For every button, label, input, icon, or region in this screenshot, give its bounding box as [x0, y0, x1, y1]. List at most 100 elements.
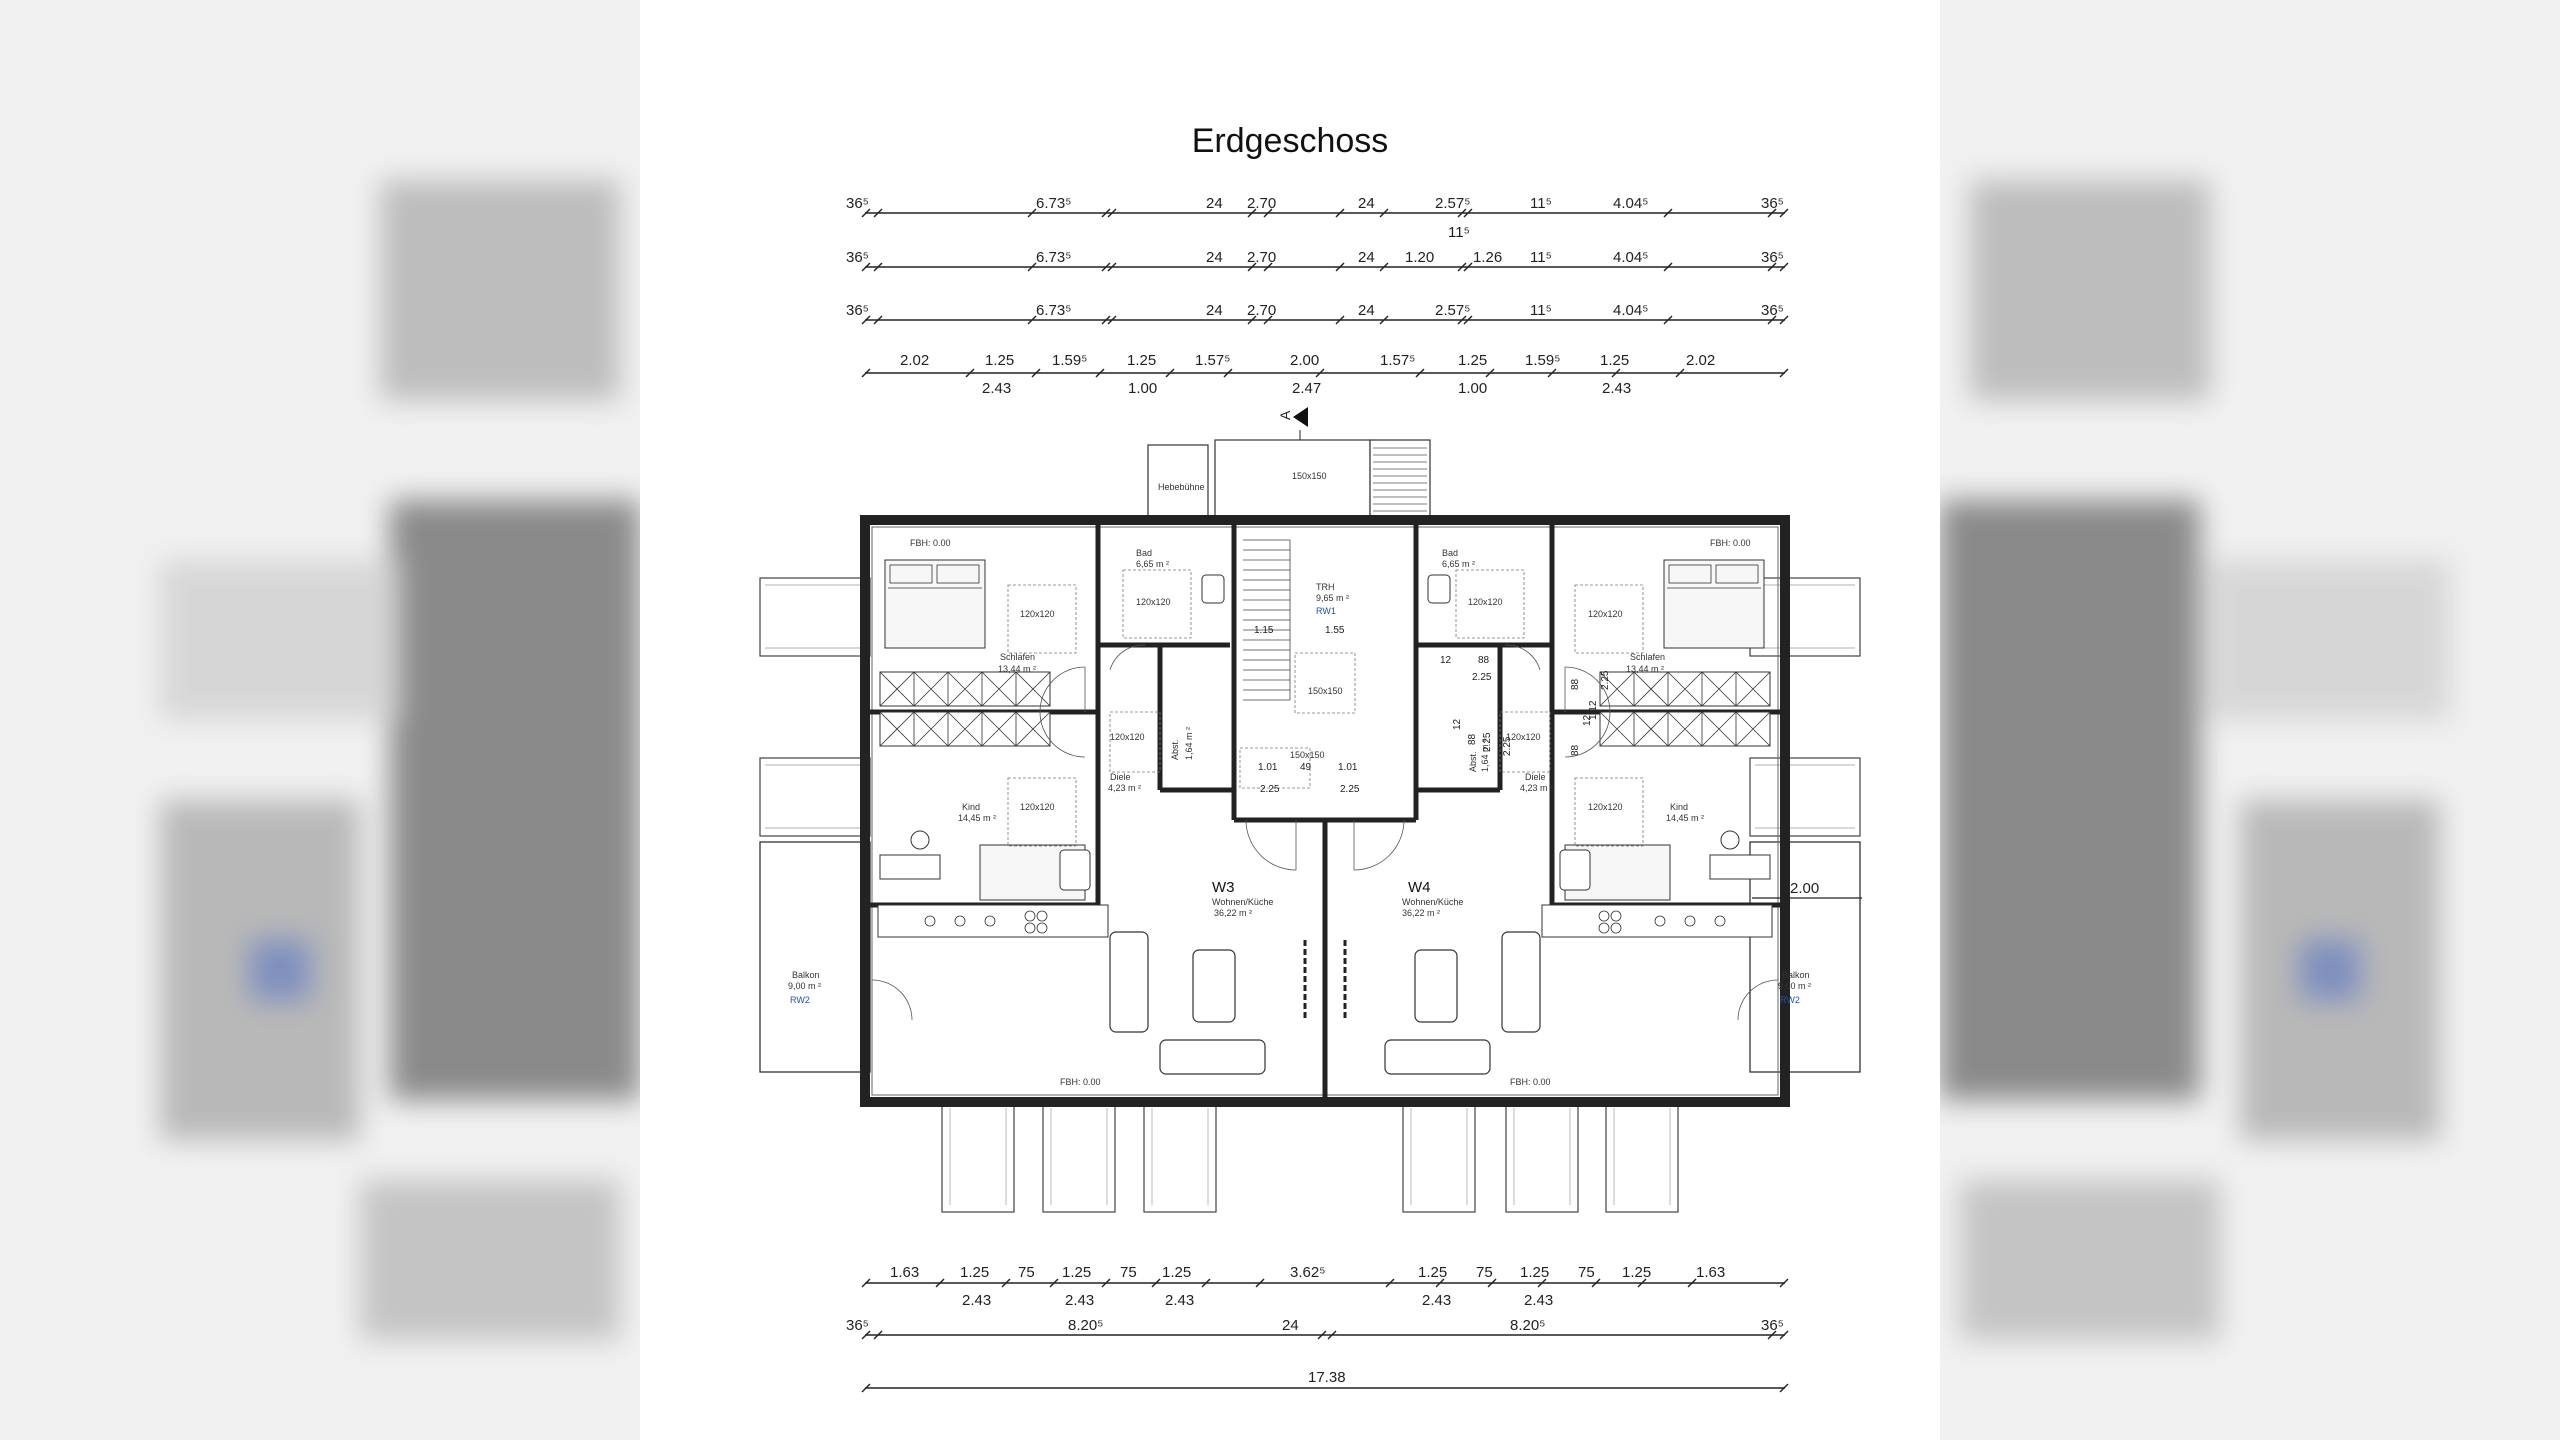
inner-dim-101a: 1.01: [1258, 762, 1278, 773]
dim-r4-2: 1.25: [985, 352, 1014, 369]
dim-r1-2: 6.73⁵: [1036, 195, 1071, 212]
floor-plan-drawing: 36⁵ 6.73⁵ 24 2.70 24 2.57⁵ 11⁵ 4.04⁵ 36⁵…: [759, 195, 1862, 1393]
diele-size-right: 120x120: [1506, 732, 1541, 742]
dim-r3-9: 36⁵: [1761, 302, 1784, 319]
room-diele-right-name: Diele: [1525, 772, 1546, 782]
inner-dim-101b: 1.01: [1338, 762, 1358, 773]
shower-size-right: 120x120: [1468, 597, 1503, 607]
balkon-width: 2.00: [1790, 880, 1819, 897]
dim-r2-5: 24: [1358, 249, 1375, 266]
unit-w3-area: 36,22 m ²: [1214, 908, 1252, 918]
fbh-4: FBH: 0.00: [1510, 1077, 1551, 1087]
kind-size-left: 120x120: [1020, 802, 1055, 812]
bdiml-5: 2.43: [1524, 1292, 1553, 1309]
bdim-3: 75: [1018, 1264, 1035, 1281]
inner-dim-l88: 88: [1467, 733, 1478, 745]
plan-title: Erdgeschoss: [1191, 122, 1389, 160]
room-bad-left-area: 6,65 m ²: [1136, 559, 1169, 569]
dim-r3-5: 24: [1358, 302, 1375, 319]
bdiml-2: 2.43: [1065, 1292, 1094, 1309]
dim-r2-10: 36⁵: [1761, 249, 1784, 266]
room-balkon-left-tag: RW2: [790, 995, 810, 1005]
bdim2-3: 24: [1282, 1317, 1299, 1334]
diele-size-left: 120x120: [1110, 732, 1145, 742]
dim-r3-2: 6.73⁵: [1036, 302, 1071, 319]
section-marker-top: A: [1277, 407, 1308, 440]
bdim-4: 1.25: [1062, 1264, 1091, 1281]
room-bad-left-name: Bad: [1136, 548, 1152, 558]
fbh-3: FBH: 0.00: [1060, 1077, 1101, 1087]
room-balkon-right-name: Balkon: [1782, 970, 1810, 980]
room-abst-right-area: 1,64 m ²: [1480, 739, 1490, 772]
dim-r2-3: 24: [1206, 249, 1223, 266]
inner-dim-155: 1.55: [1325, 625, 1345, 636]
dim-r4-9: 1.59⁵: [1525, 352, 1560, 369]
dim-r1-5: 24: [1358, 195, 1375, 212]
bdim3-total: 17.38: [1308, 1369, 1346, 1386]
room-schlafen-right-name: Schlafen: [1630, 652, 1665, 662]
dim-r4-3: 1.59⁵: [1052, 352, 1087, 369]
dim-r4-6: 2.00: [1290, 352, 1319, 369]
dim-r2-6: 1.20: [1405, 249, 1434, 266]
dim-r4-11: 2.02: [1686, 352, 1715, 369]
fbh-1: FBH: 0.00: [910, 538, 951, 548]
floor-plan-page: Erdgeschoss 36⁵ 6.73⁵ 24 2.70 24 2.57⁵ 1…: [640, 0, 1940, 1440]
room-balkon-left-area: 9,00 m ²: [788, 981, 821, 991]
room-kind-left-area: 14,45 m ²: [958, 813, 996, 823]
bdiml-1: 2.43: [962, 1292, 991, 1309]
inner-dim-l225: 2.25: [1482, 732, 1493, 752]
dim-r4-8: 1.25: [1458, 352, 1487, 369]
inner-dim-l12: 12: [1452, 718, 1463, 730]
dim-r1-6: 2.57⁵: [1435, 195, 1470, 212]
unit-w4: W4: [1408, 879, 1431, 896]
room-bad-right-name: Bad: [1442, 548, 1458, 558]
dim-r4l-1: 2.43: [982, 380, 1011, 397]
dim-r3-4: 2.70: [1247, 302, 1276, 319]
dim-r2-4: 2.70: [1247, 249, 1276, 266]
dim-r4-5: 1.57⁵: [1195, 352, 1230, 369]
room-bad-right-area: 6,65 m ²: [1442, 559, 1475, 569]
dim-r1-3: 24: [1206, 195, 1223, 212]
unit-w3: W3: [1212, 879, 1235, 896]
dim-r1-7: 11⁵: [1530, 195, 1552, 212]
room-abst-left: Abst.: [1170, 739, 1180, 760]
inner-dim-49: 49: [1300, 762, 1312, 773]
dim-r3-8: 4.04⁵: [1613, 302, 1648, 319]
room-hebebuehne: Hebebühne: [1158, 482, 1205, 492]
dim-r2-1: 36⁵: [846, 249, 869, 266]
dim-r2-2: 6.73⁵: [1036, 249, 1071, 266]
inner-dim-r112: 1.12: [1588, 700, 1599, 720]
kind-size-right: 120x120: [1588, 802, 1623, 812]
inner-dim-r225a: 2.25: [1472, 672, 1492, 683]
inner-dim-225b: 2.25: [1340, 784, 1360, 795]
dim-r1-sub: 11⁵: [1448, 224, 1470, 241]
bdim-12: 1.25: [1622, 1264, 1651, 1281]
inner-dim-r88a: 88: [1478, 655, 1490, 666]
fbh-2: FBH: 0.00: [1710, 538, 1751, 548]
dim-r1-4: 2.70: [1247, 195, 1276, 212]
room-kind-left-name: Kind: [962, 802, 980, 812]
bdim-2: 1.25: [960, 1264, 989, 1281]
inner-dim-r12: 12: [1440, 655, 1452, 666]
room-kind-right-area: 14,45 m ²: [1666, 813, 1704, 823]
bdim-9: 75: [1476, 1264, 1493, 1281]
bdim2-5: 36⁵: [1761, 1317, 1784, 1334]
room-schlafen-left-name: Schlafen: [1000, 652, 1035, 662]
dim-r2-7: 1.26: [1473, 249, 1502, 266]
bdiml-4: 2.43: [1422, 1292, 1451, 1309]
inner-dim-r225c: 2.25: [1600, 670, 1611, 690]
inner-dim-225a: 2.25: [1260, 784, 1280, 795]
dim-r4-1: 2.02: [900, 352, 929, 369]
bdim-10: 1.25: [1520, 1264, 1549, 1281]
dim-r4-10: 1.25: [1600, 352, 1629, 369]
bed-size-left: 120x120: [1020, 609, 1055, 619]
bdim-5: 75: [1120, 1264, 1137, 1281]
room-kind-right-name: Kind: [1670, 802, 1688, 812]
bdiml-3: 2.43: [1165, 1292, 1194, 1309]
dim-r3-1: 36⁵: [846, 302, 869, 319]
landing-size: 150x150: [1290, 750, 1325, 760]
dim-r1-8: 4.04⁵: [1613, 195, 1648, 212]
blurred-backdrop-left: [0, 0, 640, 1440]
room-trh-name: TRH: [1316, 582, 1335, 592]
dim-r2-9: 4.04⁵: [1613, 249, 1648, 266]
